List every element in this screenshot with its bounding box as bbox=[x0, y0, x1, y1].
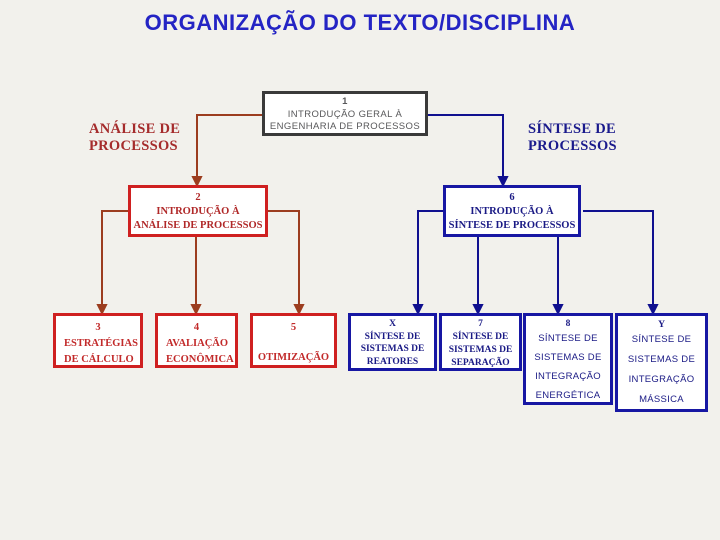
node-y-integracao-massica: Y SÍNTESE DE SISTEMAS DE INTEGRAÇÃO MÁSS… bbox=[615, 313, 708, 412]
node-line: INTRODUÇÃO GERAL À bbox=[287, 108, 403, 120]
synthesis-branch-label: SÍNTESE DE PROCESSOS bbox=[528, 121, 617, 155]
node-line: INTRODUÇÃO À bbox=[470, 206, 554, 217]
node-line: MÁSSICA bbox=[639, 394, 684, 405]
node-line: INTRODUÇÃO À bbox=[156, 206, 240, 217]
node-number: 3 bbox=[95, 322, 101, 333]
node-x-sintese-reatores: X SÍNTESE DE SISTEMAS DE REATORES bbox=[348, 313, 437, 371]
node-line: DE CÁLCULO bbox=[64, 354, 134, 365]
node-1-introducao-geral: 1 INTRODUÇÃO GERAL À ENGENHARIA DE PROCE… bbox=[262, 91, 428, 136]
node-line: OTIMIZAÇÃO bbox=[257, 352, 330, 363]
node-number: 1 bbox=[342, 96, 348, 107]
node-line: SEPARAÇÃO bbox=[451, 358, 510, 368]
node-number: 7 bbox=[478, 319, 483, 329]
node-line: SÍNTESE DE PROCESSOS bbox=[448, 220, 576, 231]
analysis-branch-label: ANÁLISE DE PROCESSOS bbox=[89, 121, 180, 155]
page-title: ORGANIZAÇÃO DO TEXTO/DISCIPLINA bbox=[144, 10, 576, 35]
node-line: REATORES bbox=[366, 356, 419, 367]
node-7-sintese-separacao: 7 SÍNTESE DE SISTEMAS DE SEPARAÇÃO bbox=[439, 313, 522, 371]
node-number: 8 bbox=[565, 319, 571, 329]
node-line: ENGENHARIA DE PROCESSOS bbox=[269, 121, 421, 132]
label-line: SÍNTESE DE bbox=[528, 121, 617, 137]
node-line: ECONÔMICA bbox=[166, 354, 234, 365]
node-line: SÍNTESE DE bbox=[538, 333, 598, 344]
node-line: ANÁLISE DE PROCESSOS bbox=[133, 220, 263, 231]
node-6-introducao-sintese: 6 INTRODUÇÃO À SÍNTESE DE PROCESSOS bbox=[443, 185, 581, 237]
node-number: X bbox=[389, 319, 396, 329]
node-line: SISTEMAS DE bbox=[627, 354, 696, 365]
node-8-integracao-energetica: 8 SÍNTESE DE SISTEMAS DE INTEGRAÇÃO ENER… bbox=[523, 313, 613, 405]
node-number: Y bbox=[658, 320, 665, 330]
node-number: 4 bbox=[193, 322, 200, 333]
node-line: ESTRATÉGIAS bbox=[64, 338, 138, 349]
node-line: SISTEMAS DE bbox=[448, 345, 513, 355]
node-number: 2 bbox=[195, 192, 201, 203]
label-line: PROCESSOS bbox=[89, 138, 178, 154]
node-line: AVALIAÇÃO bbox=[166, 338, 229, 349]
node-line: SISTEMAS DE bbox=[360, 344, 425, 354]
node-line: SÍNTESE DE bbox=[631, 334, 692, 345]
node-line: SÍNTESE DE bbox=[452, 332, 509, 342]
label-line: PROCESSOS bbox=[528, 138, 617, 154]
node-2-introducao-analise: 2 INTRODUÇÃO À ANÁLISE DE PROCESSOS bbox=[128, 185, 268, 237]
node-line: INTEGRAÇÃO bbox=[628, 374, 695, 385]
node-4-avaliacao-economica: 4 AVALIAÇÃO ECONÔMICA bbox=[155, 313, 238, 368]
node-5-otimizacao: 5 OTIMIZAÇÃO bbox=[250, 313, 337, 368]
node-line: INTEGRAÇÃO bbox=[535, 371, 601, 382]
node-line: SISTEMAS DE bbox=[534, 352, 602, 363]
node-line: ENERGÉTICA bbox=[535, 390, 601, 401]
label-line: ANÁLISE DE bbox=[89, 121, 181, 137]
node-3-estrategias-calculo: 3 ESTRATÉGIAS DE CÁLCULO bbox=[53, 313, 143, 368]
node-number: 6 bbox=[509, 192, 515, 203]
node-line: SÍNTESE DE bbox=[364, 331, 421, 342]
node-number: 5 bbox=[290, 322, 297, 333]
